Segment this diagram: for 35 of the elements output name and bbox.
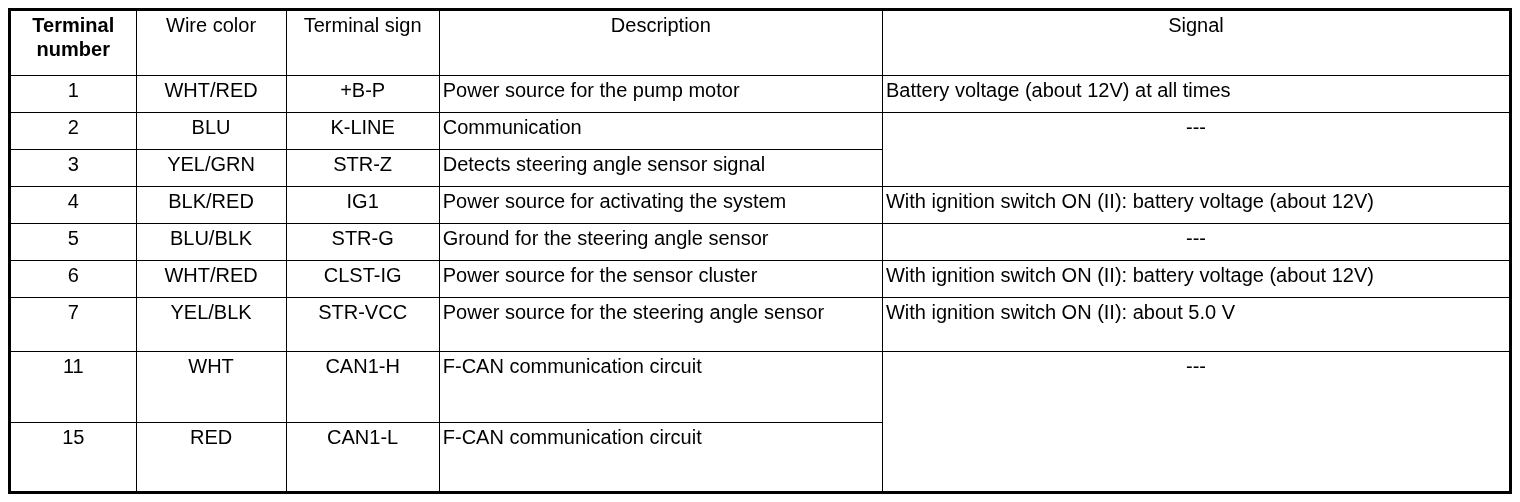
table-cell: WHT/RED [136,260,287,298]
table-cell: F-CAN communication circuit [439,351,883,423]
column-header: Description [439,9,883,76]
table-cell: Ground for the steering angle sensor [439,223,883,261]
table-cell: 2 [9,112,137,150]
table-cell: CLST-IG [286,260,440,298]
table-cell: Power source for activating the system [439,186,883,224]
table-cell: 3 [9,149,137,187]
table-cell: IG1 [286,186,440,224]
table-cell: STR-VCC [286,297,440,352]
table-cell: 1 [9,75,137,113]
table-cell: 4 [9,186,137,224]
table-cell: Communication [439,112,883,150]
table-cell: 7 [9,297,137,352]
table-cell: BLU [136,112,287,150]
table-cell: STR-G [286,223,440,261]
table-cell: YEL/BLK [136,297,287,352]
table-cell: 5 [9,223,137,261]
table-cell: CAN1-H [286,351,440,423]
column-header: Terminal sign [286,9,440,76]
table-cell: Power source for the steering angle sensor [439,297,883,352]
table-cell: STR-Z [286,149,440,187]
column-header: Terminal number [9,9,137,76]
table-cell: BLU/BLK [136,223,287,261]
table-cell: WHT/RED [136,75,287,113]
table-cell: WHT [136,351,287,423]
table-cell: 11 [9,351,137,423]
table-cell: K-LINE [286,112,440,150]
table-cell: Power source for the pump motor [439,75,883,113]
table-cell: YEL/GRN [136,149,287,187]
table-cell: 6 [9,260,137,298]
table-cell: +B-P [286,75,440,113]
table-cell: BLK/RED [136,186,287,224]
table-cell: Power source for the sensor cluster [439,260,883,298]
column-header: Wire color [136,9,287,76]
